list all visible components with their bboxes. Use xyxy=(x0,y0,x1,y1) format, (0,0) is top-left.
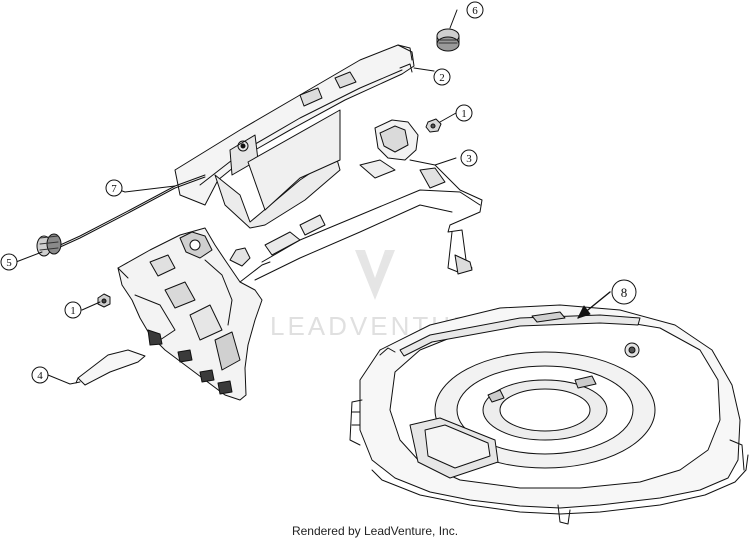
watermark-logo-icon xyxy=(355,250,395,300)
part-2-rear-cover xyxy=(174,44,415,229)
part-7-rod xyxy=(57,174,206,249)
callout-4-label: 4 xyxy=(37,370,43,382)
callout-2-marker: 2 xyxy=(433,68,451,86)
callout-6-label: 6 xyxy=(472,5,478,17)
callout-1-upper-label: 1 xyxy=(461,108,467,120)
callout-2-label: 2 xyxy=(439,72,445,84)
callout-8-marker: 8 xyxy=(611,279,637,305)
left-side-bracket xyxy=(117,227,271,401)
callout-4-marker: 4 xyxy=(31,366,49,384)
part-1-nut-upper xyxy=(425,118,442,133)
render-credit: Rendered by LeadVenture, Inc. xyxy=(291,524,459,538)
callout-5-marker: 5 xyxy=(0,253,18,271)
part-4-deflector xyxy=(75,349,146,386)
callout-1-upper-marker: 1 xyxy=(455,104,473,122)
part-8-mower-deck xyxy=(349,304,749,525)
part-3-handle-bracket xyxy=(254,119,483,281)
callout-8-label: 8 xyxy=(621,285,628,300)
callout-5-label: 5 xyxy=(6,257,12,269)
callout-1-lower-marker: 1 xyxy=(64,301,82,319)
part-6-spring xyxy=(436,28,460,52)
callout-7-marker: 7 xyxy=(105,179,123,197)
callout-1-lower-label: 1 xyxy=(70,305,76,317)
part-5-spring xyxy=(36,233,62,257)
callout-6-marker: 6 xyxy=(466,1,484,19)
part-1-nut-lower xyxy=(97,293,111,308)
callout-3-marker: 3 xyxy=(460,149,478,167)
callout-3-label: 3 xyxy=(466,153,472,165)
callout-7-label: 7 xyxy=(111,183,117,195)
